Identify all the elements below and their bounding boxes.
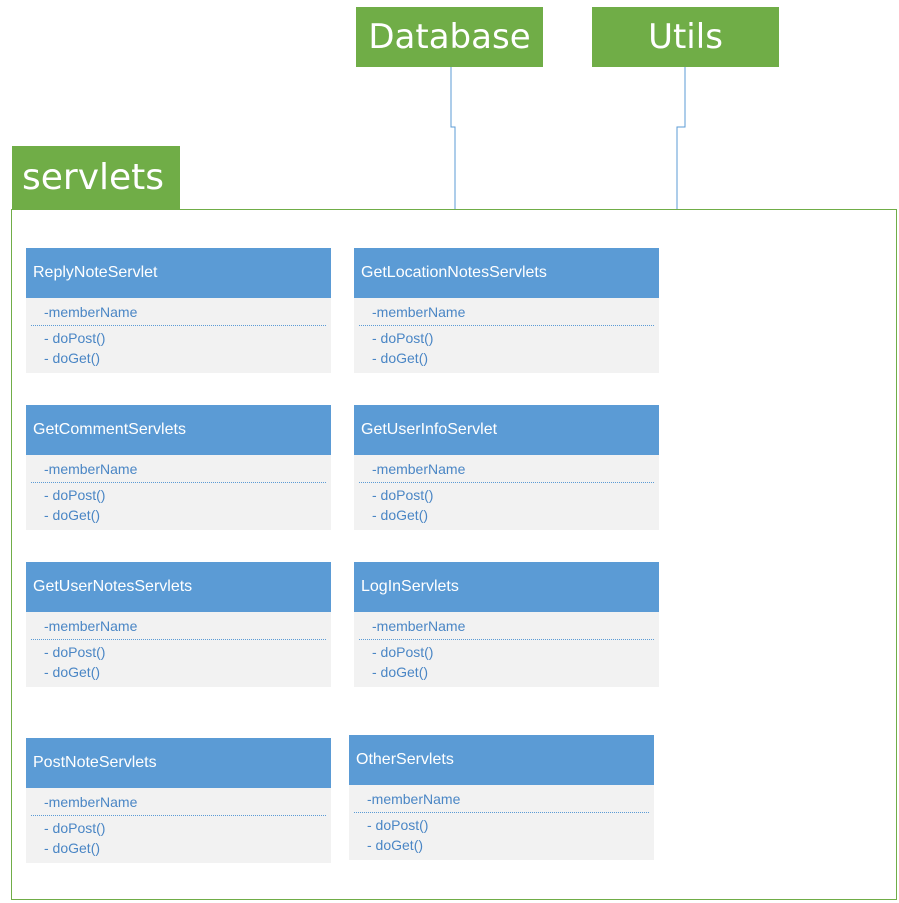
class-operation: - doPost() (44, 330, 106, 346)
member-separator (354, 812, 649, 813)
member-separator (359, 325, 654, 326)
class-operation: - doPost() (372, 644, 434, 660)
class-operation: - doGet() (44, 664, 101, 680)
class-attribute: -memberName (44, 618, 138, 634)
class-name: GetLocationNotesServlets (354, 248, 659, 298)
class-post-note-servlets: PostNoteServlets -memberName - doPost() -… (26, 738, 331, 863)
class-name: GetUserNotesServlets (26, 562, 331, 612)
class-get-user-info-servlet: GetUserInfoServlet -memberName - doPost(… (354, 405, 659, 530)
member-separator (31, 325, 326, 326)
servlets-package-container (11, 209, 897, 900)
database-package: Database (356, 7, 543, 67)
class-operation: - doPost() (372, 487, 434, 503)
class-attribute: -memberName (372, 304, 466, 320)
member-separator (359, 639, 654, 640)
class-name: LogInServlets (354, 562, 659, 612)
class-get-location-notes-servlets: GetLocationNotesServlets -memberName - d… (354, 248, 659, 373)
class-get-user-notes-servlets: GetUserNotesServlets -memberName - doPos… (26, 562, 331, 687)
class-name: ReplyNoteServlet (26, 248, 331, 298)
class-operation: - doGet() (372, 507, 429, 523)
class-attribute: -memberName (372, 618, 466, 634)
class-operation: - doGet() (367, 837, 424, 853)
class-operation: - doGet() (372, 664, 429, 680)
utils-connector (676, 67, 686, 209)
class-operation: - doPost() (44, 487, 106, 503)
class-log-in-servlets: LogInServlets -memberName - doPost() - do… (354, 562, 659, 687)
class-attribute: -memberName (44, 794, 138, 810)
class-other-servlets: OtherServlets -memberName - doPost() - do… (349, 735, 654, 860)
class-attribute: -memberName (44, 461, 138, 477)
member-separator (31, 482, 326, 483)
member-separator (31, 639, 326, 640)
utils-package: Utils (592, 7, 779, 67)
class-name: GetCommentServlets (26, 405, 331, 455)
class-reply-note-servlet: ReplyNoteServlet -memberName - doPost() -… (26, 248, 331, 373)
member-separator (31, 815, 326, 816)
class-get-comment-servlets: GetCommentServlets -memberName - doPost(… (26, 405, 331, 530)
class-operation: - doPost() (44, 820, 106, 836)
class-operation: - doPost() (367, 817, 429, 833)
class-operation: - doGet() (44, 350, 101, 366)
class-operation: - doGet() (372, 350, 429, 366)
class-name: GetUserInfoServlet (354, 405, 659, 455)
class-operation: - doPost() (44, 644, 106, 660)
class-name: PostNoteServlets (26, 738, 331, 788)
class-attribute: -memberName (372, 461, 466, 477)
class-attribute: -memberName (44, 304, 138, 320)
servlets-package-tab: servlets (12, 146, 180, 209)
database-connector (450, 67, 456, 209)
class-name: OtherServlets (349, 735, 654, 785)
member-separator (359, 482, 654, 483)
class-operation: - doPost() (372, 330, 434, 346)
class-operation: - doGet() (44, 507, 101, 523)
class-attribute: -memberName (367, 791, 461, 807)
class-operation: - doGet() (44, 840, 101, 856)
